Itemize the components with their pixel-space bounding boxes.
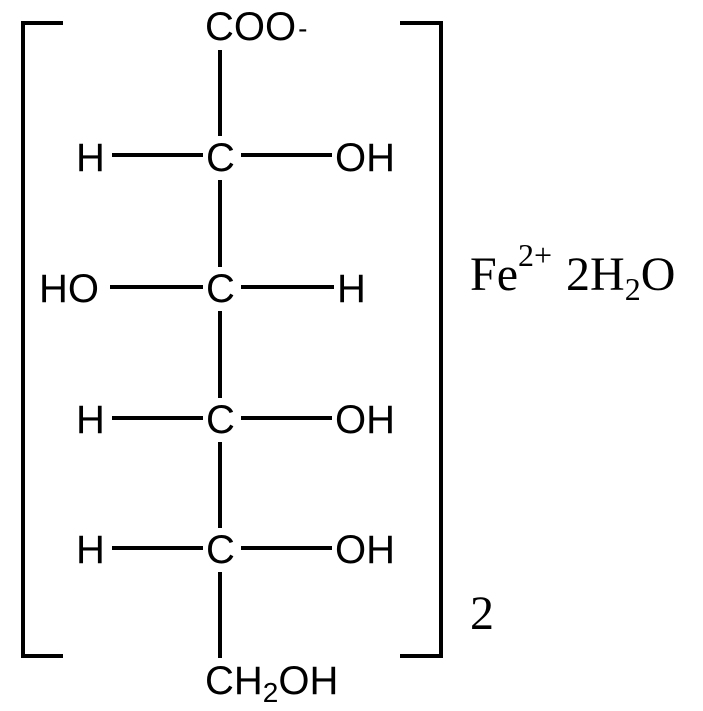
row1-left-atom: H [76, 136, 105, 180]
row4-carbon: C [206, 528, 235, 572]
row3-left-atom: H [76, 398, 105, 442]
row1-carbon: C [206, 136, 235, 180]
row2-carbon: C [206, 267, 235, 311]
bottom-group-label: CH2OH [205, 659, 338, 708]
row4-left-atom: H [76, 528, 105, 572]
row3-carbon: C [206, 398, 235, 442]
right-bracket [400, 21, 443, 658]
row2-right-atom: H [337, 267, 366, 311]
top-group-label: COO- [205, 5, 307, 49]
left-bracket [21, 21, 63, 658]
row1-right-group: OH [335, 136, 395, 180]
bracket-multiplier: 2 [470, 587, 494, 640]
row2-left-group: HO [39, 267, 99, 311]
counter-ion-label: Fe2+2H2O [470, 237, 675, 307]
row4-right-group: OH [335, 528, 395, 572]
row3-right-group: OH [335, 398, 395, 442]
